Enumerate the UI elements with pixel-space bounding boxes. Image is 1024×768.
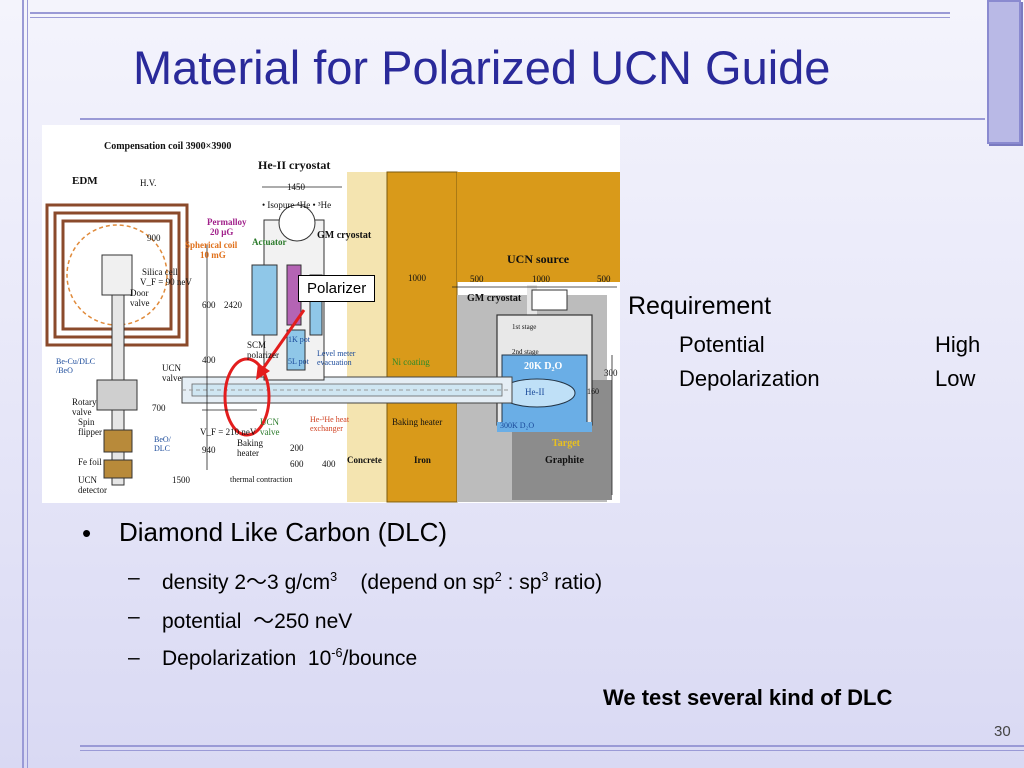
- density-sup-1: 3: [330, 570, 338, 584]
- label-graphite: Graphite: [545, 455, 584, 466]
- title-underline: [80, 118, 985, 120]
- label-concrete: Concrete: [347, 455, 382, 465]
- label-300k-d2o: 300K D₂O: [500, 421, 535, 430]
- label-silica-cell: Silica cell: [142, 267, 178, 277]
- label-ucn-source: UCN source: [507, 252, 570, 266]
- bullet-marker: •: [82, 518, 92, 548]
- depol-text-b: /bounce: [342, 647, 418, 670]
- density-text-d: ratio): [548, 571, 603, 594]
- density-sup-2: 2: [494, 570, 502, 584]
- label-thermal-contraction: thermal contraction: [230, 475, 293, 484]
- label-spherical-value: 10 mG: [200, 250, 226, 260]
- density-text-c: : sp: [501, 571, 542, 594]
- label-baking-heater-left: Baking heater: [237, 438, 263, 458]
- label-dim-400b: 400: [322, 459, 336, 469]
- label-dim-600b: 600: [290, 459, 304, 469]
- label-he2-small: He-II: [525, 387, 545, 397]
- requirement-potential-value: High: [935, 332, 981, 357]
- label-spherical-coil: Spherical coil: [185, 240, 238, 250]
- page-number: 30: [994, 723, 1011, 740]
- label-ucn-detector: UCN detector: [78, 475, 107, 495]
- label-becu: Be-Cu/DLC /BeO: [56, 357, 96, 375]
- label-dim-500a: 500: [470, 274, 484, 284]
- dash-density: –: [128, 566, 140, 589]
- label-dim-1000b: 1000: [532, 274, 550, 284]
- label-dim-400: 400: [202, 355, 216, 365]
- dash-depolarization: –: [128, 646, 140, 669]
- label-ucn-valve-right: UCN valve: [260, 417, 280, 437]
- label-dim-1000a: 1000: [408, 273, 426, 283]
- label-1k-pot: 1K pot: [288, 335, 310, 344]
- label-beo: BeO/ DLC: [154, 435, 171, 453]
- requirement-depolarization-name: Depolarization: [679, 366, 820, 391]
- label-door-valve: Door valve: [130, 288, 150, 308]
- label-dim-1450: 1450: [287, 182, 305, 192]
- label-target: Target: [552, 438, 580, 449]
- label-edm: EDM: [72, 175, 98, 187]
- slide-title: Material for Polarized UCN Guide: [133, 41, 831, 94]
- label-compensation-coil: Compensation coil 3900×3900: [104, 141, 232, 152]
- label-he2-cryostat: He-II cryostat: [258, 158, 331, 172]
- top-rule-inner: [30, 17, 950, 18]
- polarizer-callout: Polarizer: [298, 275, 376, 302]
- left-vertical-rule-inner: [27, 0, 28, 768]
- label-permalloy-value: 20 μG: [210, 227, 234, 237]
- label-gm-cryostat-right: GM cryostat: [467, 293, 522, 304]
- bottom-rule-inner: [80, 750, 1024, 751]
- label-scm-polarizer: SCM polarizer: [247, 340, 279, 360]
- label-fe-foil: Fe foil: [78, 457, 102, 467]
- bullet-depolarization: Depolarization 10-6/bounce: [162, 646, 417, 671]
- label-he-exchanger: He-³He heat exchanger: [310, 415, 350, 433]
- label-vf90: V_F = 90 neV: [140, 277, 192, 287]
- requirement-potential-name: Potential: [679, 332, 765, 357]
- density-text-b: (depend on sp: [337, 571, 495, 594]
- label-level-meter: Level meter evacuation: [317, 349, 356, 367]
- label-vf210: V_F = 210 neV: [200, 427, 257, 437]
- depol-sup: -6: [331, 646, 343, 660]
- label-gm-cryostat-top: GM cryostat: [317, 230, 372, 241]
- label-rotary-valve: Rotary valve: [72, 397, 97, 417]
- label-dim-2420: 2420: [224, 300, 242, 310]
- bullet-dlc: Diamond Like Carbon (DLC): [119, 517, 448, 547]
- label-dim-500b: 500: [597, 274, 611, 284]
- bottom-rule: [80, 745, 1024, 747]
- requirement-depolarization-value: Low: [935, 366, 976, 391]
- label-ni-coating: Ni coating: [392, 357, 430, 367]
- label-ucn-valve-left: UCN valve: [162, 363, 182, 383]
- label-dim-300: 300: [604, 368, 618, 378]
- requirement-heading: Requirement: [628, 292, 772, 320]
- label-dim-160: 160: [587, 387, 599, 396]
- label-5l-pot: 5L pot: [288, 357, 309, 366]
- label-iron: Iron: [414, 455, 431, 465]
- label-spin-flipper: Spin flipper: [78, 417, 102, 437]
- apparatus-figure: Compensation coil 3900×3900 He-II cryost…: [42, 125, 620, 503]
- bullet-density: density 2～3 g/cm3 (depend on sp2 : sp3 r…: [162, 566, 602, 596]
- apparatus-diagram: [45, 171, 620, 503]
- density-sup-3: 3: [541, 570, 549, 584]
- depol-text-a: Depolarization 10: [162, 647, 332, 670]
- bullet-potential: potential ～250 neV: [162, 610, 353, 633]
- label-dim-1500: 1500: [172, 475, 190, 485]
- label-dim-700: 700: [152, 403, 166, 413]
- label-dim-940: 940: [202, 445, 216, 455]
- label-baking-heater-right: Baking heater: [392, 417, 443, 427]
- note-test-dlc: We test several kind of DLC: [603, 685, 893, 710]
- density-text-a: density 2～3 g/cm: [162, 571, 331, 594]
- label-dim-600: 600: [202, 300, 216, 310]
- top-rule: [30, 12, 950, 14]
- label-isopure: • Isopure ⁴He • ³He: [262, 200, 332, 210]
- label-dim-200: 200: [290, 443, 304, 453]
- label-dim-900: 900: [147, 233, 161, 243]
- corner-decoration: [987, 0, 1021, 144]
- label-stage2: 2nd stage: [512, 348, 539, 356]
- label-20k-d2o: 20K D₂O: [524, 361, 563, 372]
- dash-potential: –: [128, 605, 140, 628]
- label-hv: H.V.: [140, 178, 157, 188]
- left-vertical-rule: [22, 0, 24, 768]
- label-actuator: Actuator: [252, 237, 287, 247]
- label-stage1: 1st stage: [512, 323, 537, 331]
- label-permalloy: Permalloy: [207, 217, 247, 227]
